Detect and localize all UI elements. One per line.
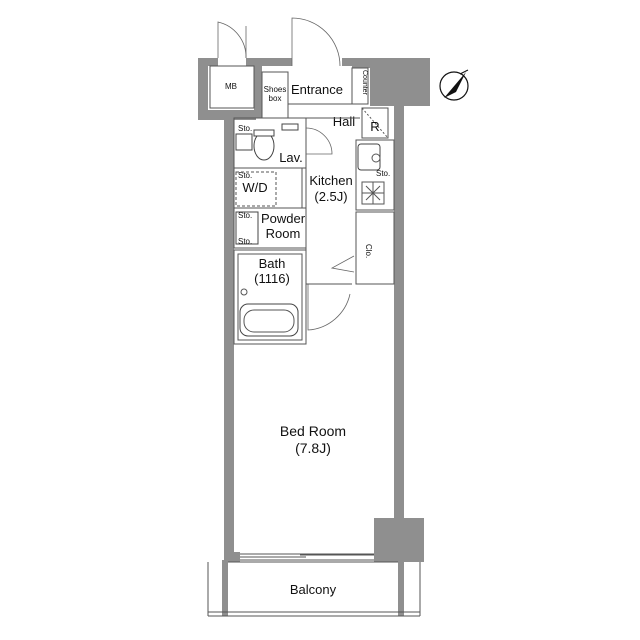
sink-tap — [371, 153, 381, 163]
bath-unit — [237, 253, 303, 341]
powder-room-label-2: Room — [266, 226, 301, 241]
closet — [355, 211, 395, 285]
walls — [198, 58, 430, 616]
wall-left — [224, 112, 234, 560]
kitchen-size: (2.5J) — [314, 189, 347, 204]
bedroom-door — [307, 284, 351, 331]
mb-label: MB — [225, 82, 237, 91]
north-arrow-icon — [439, 69, 469, 101]
wd-pan — [235, 171, 277, 207]
bedroom-label: Bed Room — [280, 423, 346, 439]
wall-mb-top-l — [198, 58, 218, 66]
bath-size: (1116) — [254, 271, 290, 286]
wall-balcony-left — [222, 560, 228, 616]
wd-sto-label: Sto. — [238, 171, 252, 180]
lav-sto-label: Sto. — [238, 124, 252, 133]
wall-top-right — [352, 58, 430, 68]
wall-top-right-mass — [370, 68, 430, 106]
wall-entrance-top-r — [342, 58, 352, 66]
counter — [351, 67, 369, 105]
bath-label: Bath — [259, 256, 286, 271]
bathtub-inner — [243, 309, 295, 333]
wall-bottom-left — [224, 552, 240, 562]
bath-room — [233, 249, 307, 345]
powder-room — [233, 207, 307, 249]
wall-bottom-right-column — [374, 518, 424, 562]
lavatory-door — [305, 127, 333, 155]
powder-room-label-1: Powder — [261, 211, 306, 226]
wall-mb-left — [198, 58, 208, 120]
counter-label: Counter — [361, 70, 368, 96]
wall-entrance-top-l — [246, 58, 292, 66]
kitchen-label: Kitchen — [309, 173, 352, 188]
powder-sto-label-bottom: Sto. — [238, 237, 252, 246]
powder-vanity — [235, 211, 259, 245]
closet-folding-door — [330, 255, 355, 273]
lavatory-label: Lav. — [279, 150, 303, 165]
shoes-box-label-1: Shoes — [264, 85, 287, 94]
lav-sink — [281, 123, 299, 131]
bedroom-size: (7.8J) — [295, 440, 331, 456]
powder-sto-label-top: Sto. — [238, 211, 252, 220]
balcony-label: Balcony — [290, 582, 337, 597]
kitchen-sto-label: Sto. — [376, 169, 390, 178]
wd-label: W/D — [242, 180, 267, 195]
kitchen-sink — [357, 143, 381, 171]
mb-box — [209, 65, 255, 109]
bathtub — [239, 303, 299, 337]
wall-balcony-right — [398, 560, 404, 616]
mb-door-left — [217, 21, 247, 59]
closet-label: Clo. — [364, 244, 373, 258]
wall-entrance-left — [254, 66, 262, 118]
bath-faucet — [240, 288, 248, 296]
kitchen-counter — [355, 139, 395, 211]
hall-label: Hall — [333, 114, 356, 129]
refrigerator-label: R — [370, 119, 379, 134]
lav-storage — [235, 133, 253, 151]
shoes-box-label-2: box — [269, 94, 282, 103]
entrance-door — [291, 17, 341, 67]
wall-right — [394, 106, 404, 522]
entrance-label: Entrance — [291, 82, 343, 97]
refrigerator-diag — [361, 107, 389, 139]
refrigerator-space — [361, 107, 389, 139]
toilet-tank — [253, 129, 275, 137]
